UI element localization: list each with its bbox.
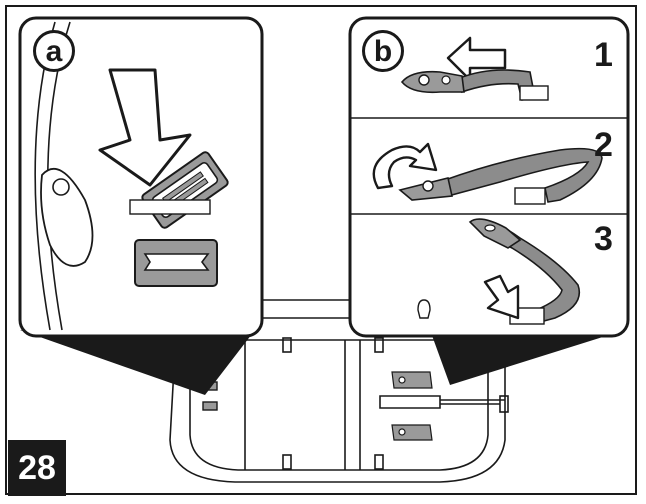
panel-a xyxy=(18,16,264,338)
step-1-illustration xyxy=(400,36,549,101)
step-number-3: 3 xyxy=(594,220,613,258)
panel-b-label: b xyxy=(362,30,404,72)
callout-wedge-b xyxy=(430,330,625,385)
rotate-arrow-icon xyxy=(372,142,438,190)
base-clips xyxy=(202,371,433,441)
insert-arrow-icon xyxy=(98,68,192,187)
panel-a-label: a xyxy=(33,30,75,72)
figure-number-badge: 28 xyxy=(8,440,66,496)
step-number-2: 2 xyxy=(594,126,613,164)
step-2-illustration xyxy=(372,142,603,205)
panel-b xyxy=(348,16,630,338)
callout-wedge-a xyxy=(20,330,255,395)
buckle-installed xyxy=(134,239,218,287)
step-3-illustration xyxy=(417,218,580,325)
push-down-arrow-icon xyxy=(483,274,520,320)
step-number-1: 1 xyxy=(594,36,613,74)
